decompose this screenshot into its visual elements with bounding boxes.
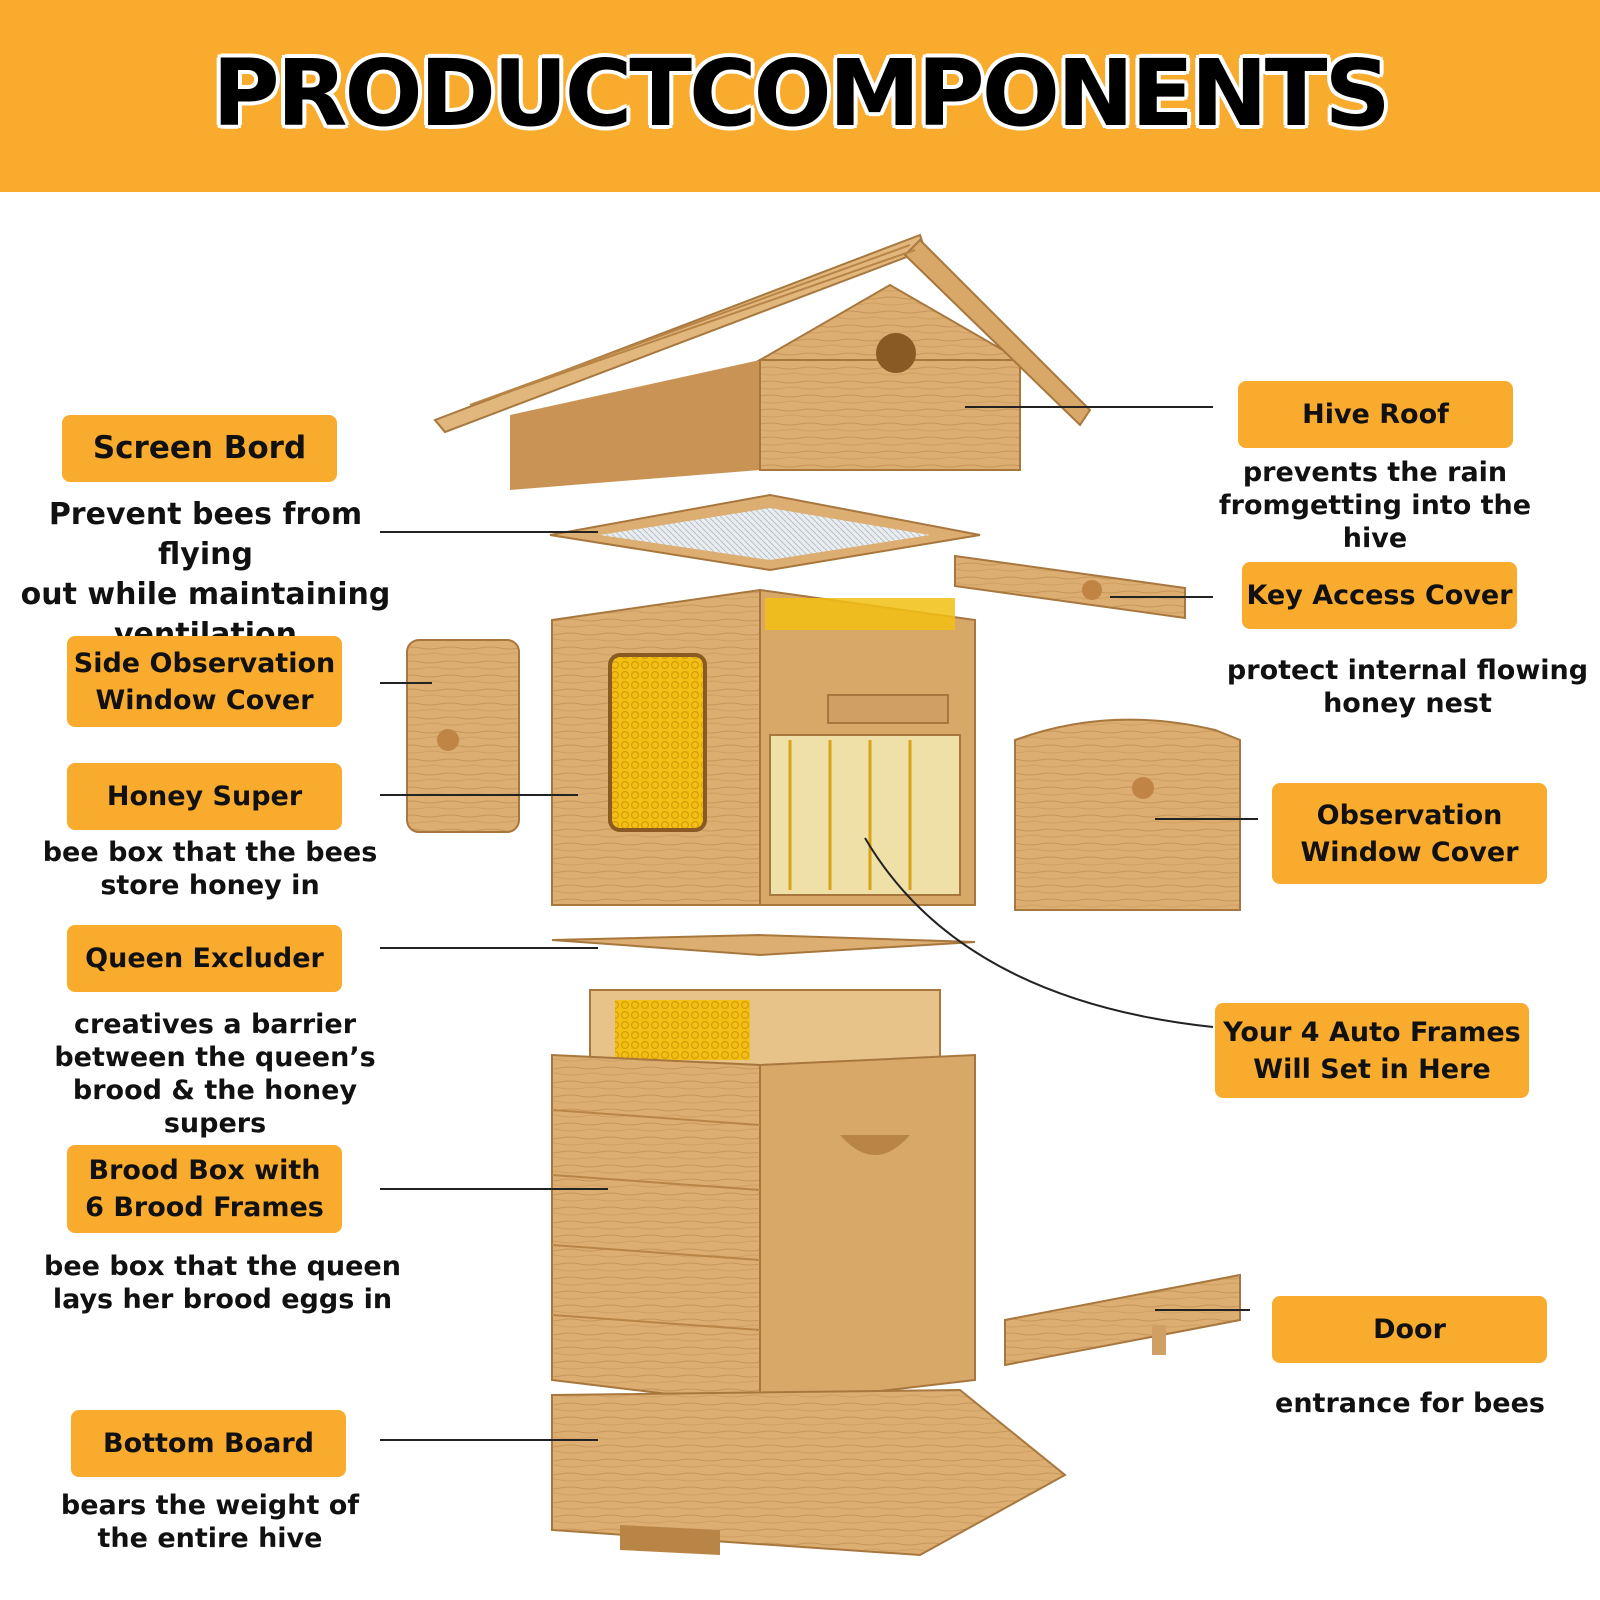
desc-door: entrance for bees	[1275, 1388, 1545, 1419]
desc-hive-roof: prevents the rain fromgetting into the h…	[1218, 457, 1532, 554]
page-title: PRODUCTCOMPONENTS	[212, 40, 1391, 147]
desc-key-access-cover: protect internal flowing honey nest	[1226, 655, 1589, 719]
leader-lines	[380, 406, 1258, 1441]
label-honey-super: Honey Super	[67, 763, 342, 830]
title-banner: PRODUCTCOMPONENTS	[0, 0, 1600, 192]
observation-window-cover-shape	[1014, 718, 1241, 911]
label-key-access-cover: Key Access Cover	[1242, 562, 1517, 629]
label-door: Door	[1272, 1296, 1547, 1363]
side-window-cover-shape	[406, 639, 520, 833]
label-hive-roof: Hive Roof	[1238, 381, 1513, 448]
label-auto-frames: Your 4 Auto Frames Will Set in Here	[1215, 1003, 1529, 1098]
screen-board-shape	[549, 493, 981, 572]
desc-screen-board: Prevent bees from flying out while maint…	[20, 497, 391, 652]
bottom-board-shape	[551, 1388, 1067, 1557]
desc-bottom-board: bears the weight of the entire hive	[60, 1490, 360, 1554]
label-bottom-board: Bottom Board	[71, 1410, 346, 1477]
label-queen-excluder: Queen Excluder	[67, 925, 342, 992]
key-access-cover-shape	[954, 554, 1186, 620]
door-shape	[1004, 1273, 1241, 1367]
queen-excluder-shape	[551, 933, 976, 957]
label-observation-window-cover: Observation Window Cover	[1272, 783, 1547, 884]
desc-brood-box: bee box that the queen lays her brood eg…	[44, 1251, 401, 1315]
brood-box-shape	[551, 989, 976, 1407]
hive-roof-shape	[433, 233, 1092, 490]
desc-queen-excluder: creatives a barrier between the queen’s …	[54, 1009, 376, 1139]
label-side-window-cover: Side Observation Window Cover	[67, 636, 342, 727]
label-screen-board: Screen Bord	[62, 415, 337, 482]
honey-super-shape	[551, 588, 976, 906]
desc-honey-super: bee box that the bees store honey in	[42, 837, 378, 901]
label-brood-box: Brood Box with 6 Brood Frames	[67, 1145, 342, 1233]
